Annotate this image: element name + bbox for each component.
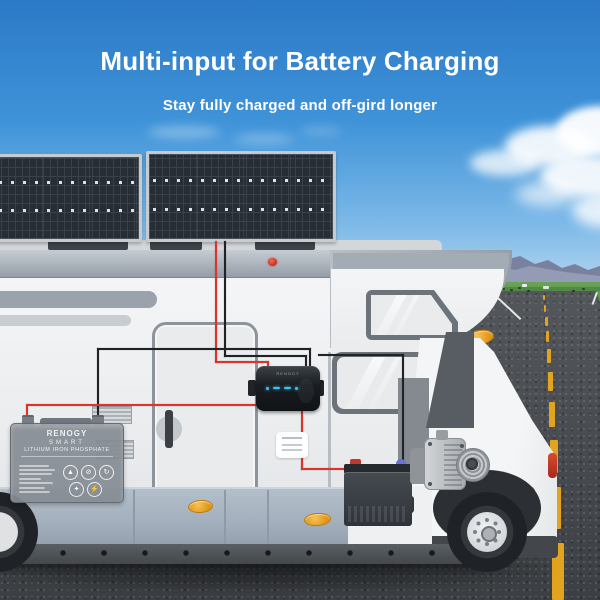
wire-pv-positive	[215, 361, 269, 363]
lane-dash	[544, 305, 546, 312]
door-handle	[165, 410, 173, 448]
charger-led	[295, 387, 298, 390]
no-flame-icon: ⊘	[81, 465, 96, 480]
side-trim-lower	[0, 315, 131, 326]
clearance-light	[268, 258, 277, 266]
wire-pv-negative	[305, 355, 307, 369]
house-battery-line2: LITHIUM IRON PHOSPHATE	[24, 447, 110, 453]
lane-dash	[546, 331, 549, 342]
wire-starter-positive	[301, 468, 355, 470]
lane-dash	[545, 317, 548, 326]
panel-bus-row	[153, 179, 329, 182]
alternator-bolts	[428, 442, 432, 446]
house-battery-line1: SMART	[49, 440, 85, 446]
keep-dry-icon: ✦	[69, 482, 84, 497]
treeline	[424, 287, 600, 291]
wire-house-negative	[97, 348, 99, 422]
wire-house-negative	[97, 348, 311, 350]
warning-triangle-icon: ▲	[63, 465, 78, 480]
front-turn-signal	[548, 453, 557, 478]
lane-dash	[549, 402, 555, 427]
distant-vehicle	[522, 284, 527, 287]
panel-bus-row	[0, 181, 135, 184]
panel-bus-row	[153, 208, 329, 211]
page-title: Multi-input for Battery Charging	[100, 46, 500, 76]
page-subtitle: Stay fully charged and off-gird longer	[162, 97, 438, 114]
alternator-fins	[444, 442, 462, 486]
compartment-seam	[267, 490, 269, 545]
panel-bus-row	[0, 209, 135, 212]
wall-vent-panel	[276, 432, 308, 458]
rear-hub	[0, 512, 18, 552]
wire-alternator	[402, 354, 404, 466]
cloud	[148, 126, 220, 138]
cloud	[234, 134, 294, 144]
house-battery-terminal	[92, 415, 104, 426]
wire-pv-negative	[224, 355, 307, 357]
charger-face-recess	[298, 379, 314, 403]
lane-dash	[548, 372, 553, 391]
compartment-top-trim	[0, 487, 348, 489]
alternator-pulley-hub	[466, 458, 478, 470]
charger-mount-tab	[316, 380, 324, 396]
skirt-rivets	[60, 548, 440, 560]
house-battery: RENOGY SMART LITHIUM IRON PHOSPHATE ▲ ⊘ …	[10, 423, 124, 503]
alternator-top-lug	[436, 430, 448, 440]
panel-mount	[255, 240, 315, 250]
distant-cattle	[502, 288, 505, 290]
wire-house-positive	[26, 404, 28, 422]
house-battery-terminal	[22, 415, 34, 426]
front-hub-cap	[481, 526, 497, 542]
wire-pv-positive	[215, 241, 217, 363]
high-voltage-icon: ⚡	[87, 482, 102, 497]
charger-led	[273, 387, 280, 389]
charger-brand-label: RENOGY	[276, 371, 300, 376]
warning-text-block	[19, 465, 55, 495]
starter-battery-terminal-negative	[396, 459, 406, 468]
wire-alternator	[318, 354, 404, 356]
wire-pv-negative	[224, 241, 226, 357]
body-seam	[328, 352, 331, 542]
panel-mount	[48, 240, 128, 250]
charger-led	[266, 387, 269, 390]
dc-dc-charger: RENOGY	[256, 366, 320, 411]
lane-dash	[543, 295, 545, 300]
starter-battery-terminal-positive	[350, 459, 361, 468]
distant-vehicle	[543, 286, 549, 289]
starter-battery	[344, 472, 412, 526]
house-battery-handle	[40, 418, 92, 426]
charger-mount-tab	[248, 380, 256, 396]
wire-house-negative	[309, 348, 311, 369]
solar-panel-2	[146, 151, 336, 242]
compartment-seam	[133, 490, 135, 545]
house-battery-brand: RENOGY	[46, 429, 88, 438]
lane-dash	[547, 349, 551, 363]
charger-led	[284, 387, 291, 389]
solar-panel-1	[0, 154, 142, 242]
label-divider	[21, 456, 113, 457]
side-trim-upper	[0, 291, 157, 308]
cloud	[516, 182, 576, 206]
cloud	[300, 127, 342, 135]
recycle-icon: ↻	[99, 465, 114, 480]
starter-battery-top	[344, 464, 412, 474]
compartment-seam	[224, 490, 226, 545]
battery-ribs	[348, 506, 408, 522]
wire-house-positive	[27, 404, 303, 406]
